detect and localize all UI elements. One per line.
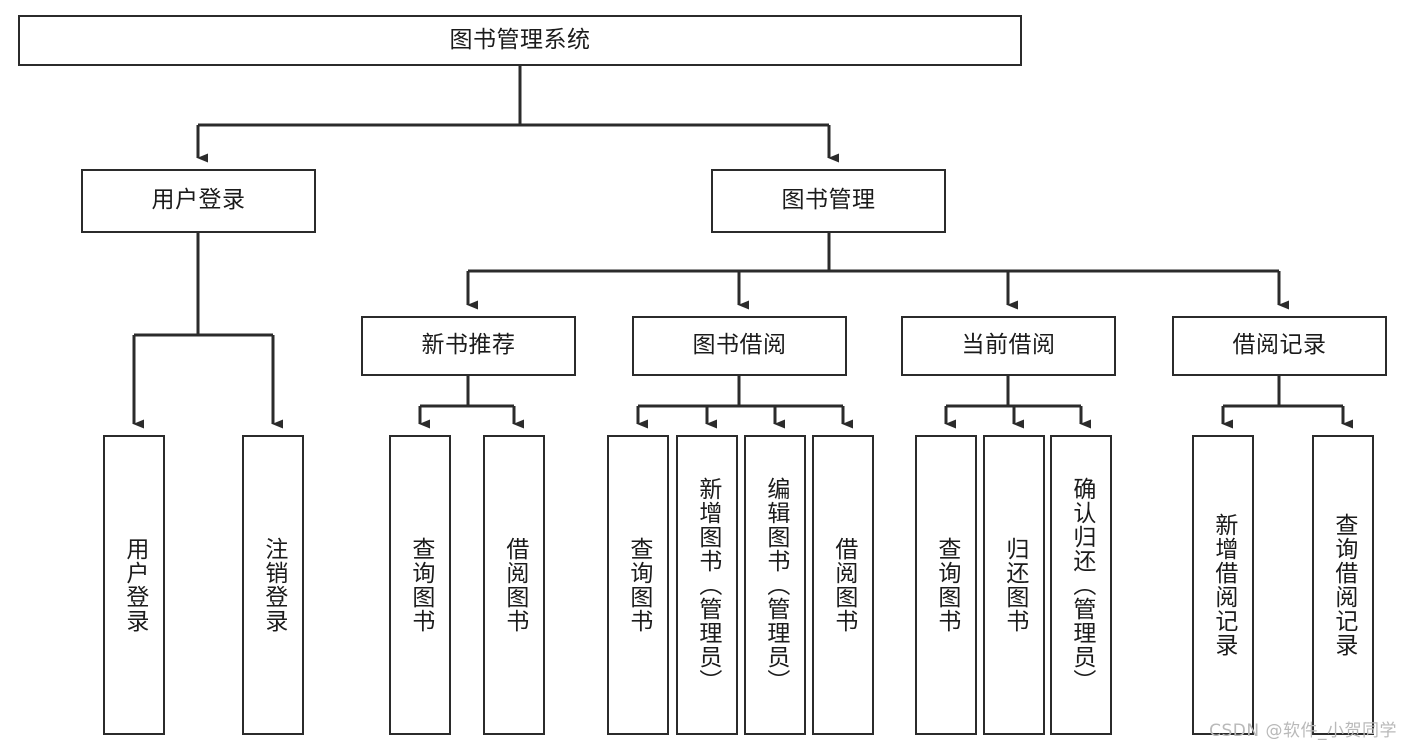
node-leaf-borrow-book-1-label: 借阅图书 [501, 537, 528, 633]
node-root-label: 图书管理系统 [449, 26, 591, 53]
node-leaf-add-book[interactable]: 新增图书（管理员） [676, 435, 738, 735]
node-leaf-user-login[interactable]: 用户登录 [103, 435, 165, 735]
node-current-borrow[interactable]: 当前借阅 [901, 316, 1116, 376]
node-leaf-edit-book[interactable]: 编辑图书（管理员） [744, 435, 806, 735]
node-leaf-borrow-book-2[interactable]: 借阅图书 [812, 435, 874, 735]
node-new-book-recommend-label: 新书推荐 [421, 332, 516, 359]
node-leaf-query-book-2[interactable]: 查询图书 [607, 435, 669, 735]
node-book-management-label: 图书管理 [781, 187, 876, 214]
node-leaf-add-book-label: 新增图书（管理员） [694, 477, 721, 693]
node-leaf-confirm-return-label: 确认归还（管理员） [1068, 477, 1095, 693]
node-leaf-query-book-3-label: 查询图书 [933, 537, 960, 633]
node-leaf-user-login-label: 用户登录 [121, 537, 148, 633]
node-leaf-query-book-1-label: 查询图书 [407, 537, 434, 633]
node-current-borrow-label: 当前借阅 [961, 332, 1056, 359]
node-user-login[interactable]: 用户登录 [81, 169, 316, 233]
node-new-book-recommend[interactable]: 新书推荐 [361, 316, 576, 376]
node-root[interactable]: 图书管理系统 [18, 15, 1022, 66]
node-leaf-logout[interactable]: 注销登录 [242, 435, 304, 735]
node-book-borrow-label: 图书借阅 [692, 332, 787, 359]
node-user-login-label: 用户登录 [151, 187, 246, 214]
node-leaf-query-book-1[interactable]: 查询图书 [389, 435, 451, 735]
node-borrow-records[interactable]: 借阅记录 [1172, 316, 1387, 376]
node-leaf-query-book-3[interactable]: 查询图书 [915, 435, 977, 735]
node-leaf-edit-book-label: 编辑图书（管理员） [762, 477, 789, 693]
node-leaf-logout-label: 注销登录 [260, 537, 287, 633]
node-book-borrow[interactable]: 图书借阅 [632, 316, 847, 376]
node-leaf-query-book-2-label: 查询图书 [625, 537, 652, 633]
node-leaf-return-book[interactable]: 归还图书 [983, 435, 1045, 735]
node-leaf-add-record-label: 新增借阅记录 [1210, 513, 1237, 657]
node-leaf-return-book-label: 归还图书 [1001, 537, 1028, 633]
watermark-text: CSDN @软件_小贺同学 [1209, 721, 1397, 741]
node-leaf-borrow-book-1[interactable]: 借阅图书 [483, 435, 545, 735]
node-leaf-add-record[interactable]: 新增借阅记录 [1192, 435, 1254, 735]
node-leaf-confirm-return[interactable]: 确认归还（管理员） [1050, 435, 1112, 735]
node-leaf-query-record-label: 查询借阅记录 [1330, 513, 1357, 657]
node-book-management[interactable]: 图书管理 [711, 169, 946, 233]
node-borrow-records-label: 借阅记录 [1232, 332, 1327, 359]
node-leaf-borrow-book-2-label: 借阅图书 [830, 537, 857, 633]
node-leaf-query-record[interactable]: 查询借阅记录 [1312, 435, 1374, 735]
